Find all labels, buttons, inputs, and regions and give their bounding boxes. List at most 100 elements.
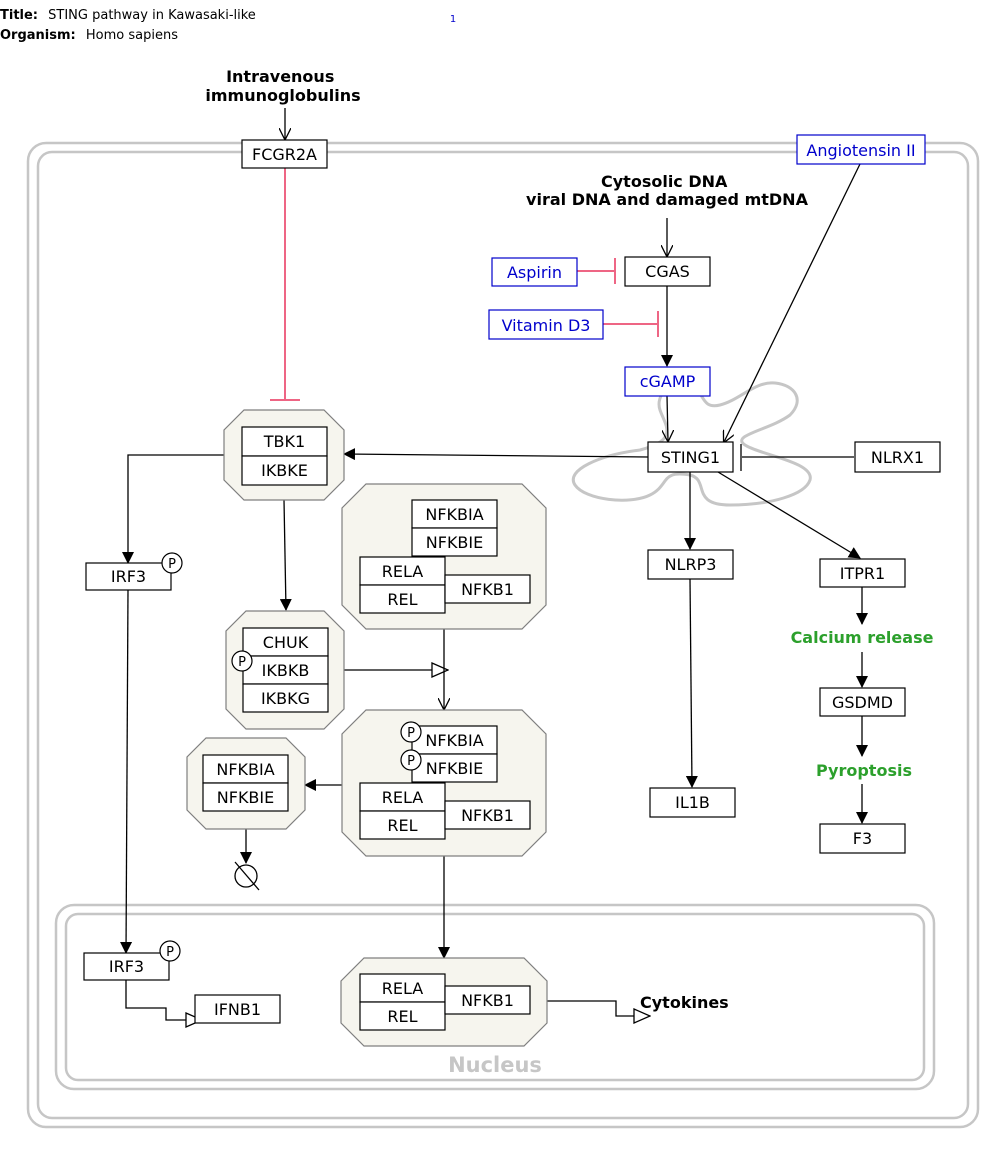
svg-text:IL1B: IL1B xyxy=(675,793,710,812)
svg-text:IRF3: IRF3 xyxy=(111,567,146,586)
svg-text:STING1: STING1 xyxy=(661,448,720,467)
svg-text:NFKBIA: NFKBIA xyxy=(216,760,274,779)
svg-text:F3: F3 xyxy=(853,829,872,848)
gene-nfkb1-phospho-complex[interactable]: NFKB1 xyxy=(444,800,531,830)
nucleus-compartment: Nucleus xyxy=(54,903,936,1091)
gene-nfkbia-released[interactable]: NFKBIA xyxy=(202,754,289,784)
svg-text:IKBKE: IKBKE xyxy=(261,461,308,480)
svg-text:NFKBIA: NFKBIA xyxy=(425,505,483,524)
gene-irf3-nucleus[interactable]: IRF3 P xyxy=(83,940,181,981)
ivig-label: Intravenous immunoglobulins xyxy=(205,67,360,105)
svg-text:CGAS: CGAS xyxy=(645,262,690,281)
degradation-symbol xyxy=(234,861,260,891)
gene-ikbkb[interactable]: IKBKB P xyxy=(231,650,329,685)
svg-text:P: P xyxy=(407,754,415,769)
title-line: Title: STING pathway in Kawasaki-like xyxy=(0,8,256,23)
phospho-state-icon xyxy=(400,721,422,743)
svg-text:NFKBIE: NFKBIE xyxy=(217,788,274,807)
gene-rela-upper[interactable]: RELA xyxy=(359,556,446,586)
nucleus-label: Nucleus xyxy=(448,1053,542,1077)
metabolite-angiotensin-ii[interactable]: Angiotensin II xyxy=(796,134,926,165)
gene-nlrp3[interactable]: NLRP3 xyxy=(647,549,734,580)
header: Title: STING pathway in Kawasaki-like Or… xyxy=(0,8,456,43)
gene-nlrx1[interactable]: NLRX1 xyxy=(854,441,941,473)
svg-text:NFKB1: NFKB1 xyxy=(461,991,514,1010)
svg-text:REL: REL xyxy=(387,816,417,835)
svg-text:P: P xyxy=(168,557,176,572)
organism-line: Organism: Homo sapiens xyxy=(0,28,178,43)
metabolite-cgamp[interactable]: cGAMP xyxy=(624,366,711,397)
svg-text:NFKBIA: NFKBIA xyxy=(425,731,483,750)
gene-sting1[interactable]: STING1 xyxy=(647,441,734,473)
svg-text:CHUK: CHUK xyxy=(263,633,309,652)
svg-text:REL: REL xyxy=(387,1007,417,1026)
svg-text:REL: REL xyxy=(387,590,417,609)
phospho-state-icon xyxy=(161,552,183,574)
gene-nfkb1-nucleus[interactable]: NFKB1 xyxy=(444,985,531,1015)
gene-itpr1[interactable]: ITPR1 xyxy=(819,558,906,588)
svg-text:IKBKB: IKBKB xyxy=(262,661,310,680)
title-value: STING pathway in Kawasaki-like xyxy=(48,8,256,23)
gene-rel-upper[interactable]: REL xyxy=(359,584,446,614)
gene-rela-phospho-complex[interactable]: RELA xyxy=(359,782,446,812)
drug-vitamin-d3[interactable]: Vitamin D3 xyxy=(488,309,604,340)
title-key: Title: xyxy=(0,8,38,23)
gene-nfkbie-phospho[interactable]: NFKBIE P xyxy=(400,749,498,783)
gene-ifnb1[interactable]: IFNB1 xyxy=(194,994,281,1024)
svg-text:P: P xyxy=(238,655,246,670)
gene-nfkbia-phospho[interactable]: NFKBIA P xyxy=(400,721,498,755)
svg-text:TBK1: TBK1 xyxy=(263,432,305,451)
cytokines-label: Cytokines xyxy=(640,993,729,1012)
gene-nfkbie-released[interactable]: NFKBIE xyxy=(202,782,289,812)
calcium-release-label: Calcium release xyxy=(791,628,934,647)
gene-rel-phospho-complex[interactable]: REL xyxy=(359,810,446,840)
svg-text:cGAMP: cGAMP xyxy=(640,372,696,391)
svg-text:RELA: RELA xyxy=(382,979,424,998)
gene-il1b[interactable]: IL1B xyxy=(649,787,736,818)
svg-text:IKBKG: IKBKG xyxy=(261,689,310,708)
gene-nfkb1-upper[interactable]: NFKB1 xyxy=(444,574,531,604)
drug-aspirin[interactable]: Aspirin xyxy=(491,257,578,287)
svg-text:NLRP3: NLRP3 xyxy=(665,555,717,574)
gene-f3[interactable]: F3 xyxy=(819,823,906,854)
gene-rel-nucleus[interactable]: REL xyxy=(359,1001,446,1031)
svg-text:GSDMD: GSDMD xyxy=(832,693,893,712)
svg-text:Vitamin D3: Vitamin D3 xyxy=(502,316,591,335)
svg-text:P: P xyxy=(407,726,415,741)
svg-text:NFKBIE: NFKBIE xyxy=(426,759,483,778)
svg-text:NLRX1: NLRX1 xyxy=(871,448,924,467)
cell-membrane xyxy=(26,141,980,1129)
phospho-state-icon xyxy=(231,650,253,672)
gene-cgas[interactable]: CGAS xyxy=(624,256,711,287)
cytosolic-dna-label: Cytosolic DNA viral DNA and damaged mtDN… xyxy=(526,172,809,209)
gene-chuk[interactable]: CHUK xyxy=(242,627,329,657)
phospho-state-icon xyxy=(400,749,422,771)
page-number: 1 xyxy=(450,14,456,25)
svg-text:P: P xyxy=(166,945,174,960)
svg-text:NFKB1: NFKB1 xyxy=(461,806,514,825)
gene-rela-nucleus[interactable]: RELA xyxy=(359,973,446,1003)
gene-nfkbia-upper[interactable]: NFKBIA xyxy=(411,499,498,529)
svg-text:IRF3: IRF3 xyxy=(109,957,144,976)
svg-text:FCGR2A: FCGR2A xyxy=(252,145,317,164)
svg-text:ITPR1: ITPR1 xyxy=(840,564,885,583)
gene-fcgr2a[interactable]: FCGR2A xyxy=(241,139,328,169)
gene-ikbkg[interactable]: IKBKG xyxy=(242,683,329,713)
svg-text:NFKB1: NFKB1 xyxy=(461,580,514,599)
gene-gsdmd[interactable]: GSDMD xyxy=(819,687,906,717)
pyroptosis-label: Pyroptosis xyxy=(816,761,912,780)
gene-irf3-cytosol[interactable]: IRF3 P xyxy=(85,552,183,591)
svg-text:Angiotensin II: Angiotensin II xyxy=(806,141,915,160)
gene-ikbke[interactable]: IKBKE xyxy=(241,455,328,486)
svg-text:Aspirin: Aspirin xyxy=(507,263,562,282)
gene-tbk1[interactable]: TBK1 xyxy=(241,426,328,457)
edges xyxy=(120,108,868,1020)
phospho-state-icon xyxy=(159,940,181,962)
gene-nfkbie-upper[interactable]: NFKBIE xyxy=(411,527,498,557)
svg-text:IFNB1: IFNB1 xyxy=(214,1000,261,1019)
svg-text:NFKBIE: NFKBIE xyxy=(426,533,483,552)
svg-text:RELA: RELA xyxy=(382,562,424,581)
organism-value: Homo sapiens xyxy=(86,28,178,43)
svg-text:RELA: RELA xyxy=(382,788,424,807)
